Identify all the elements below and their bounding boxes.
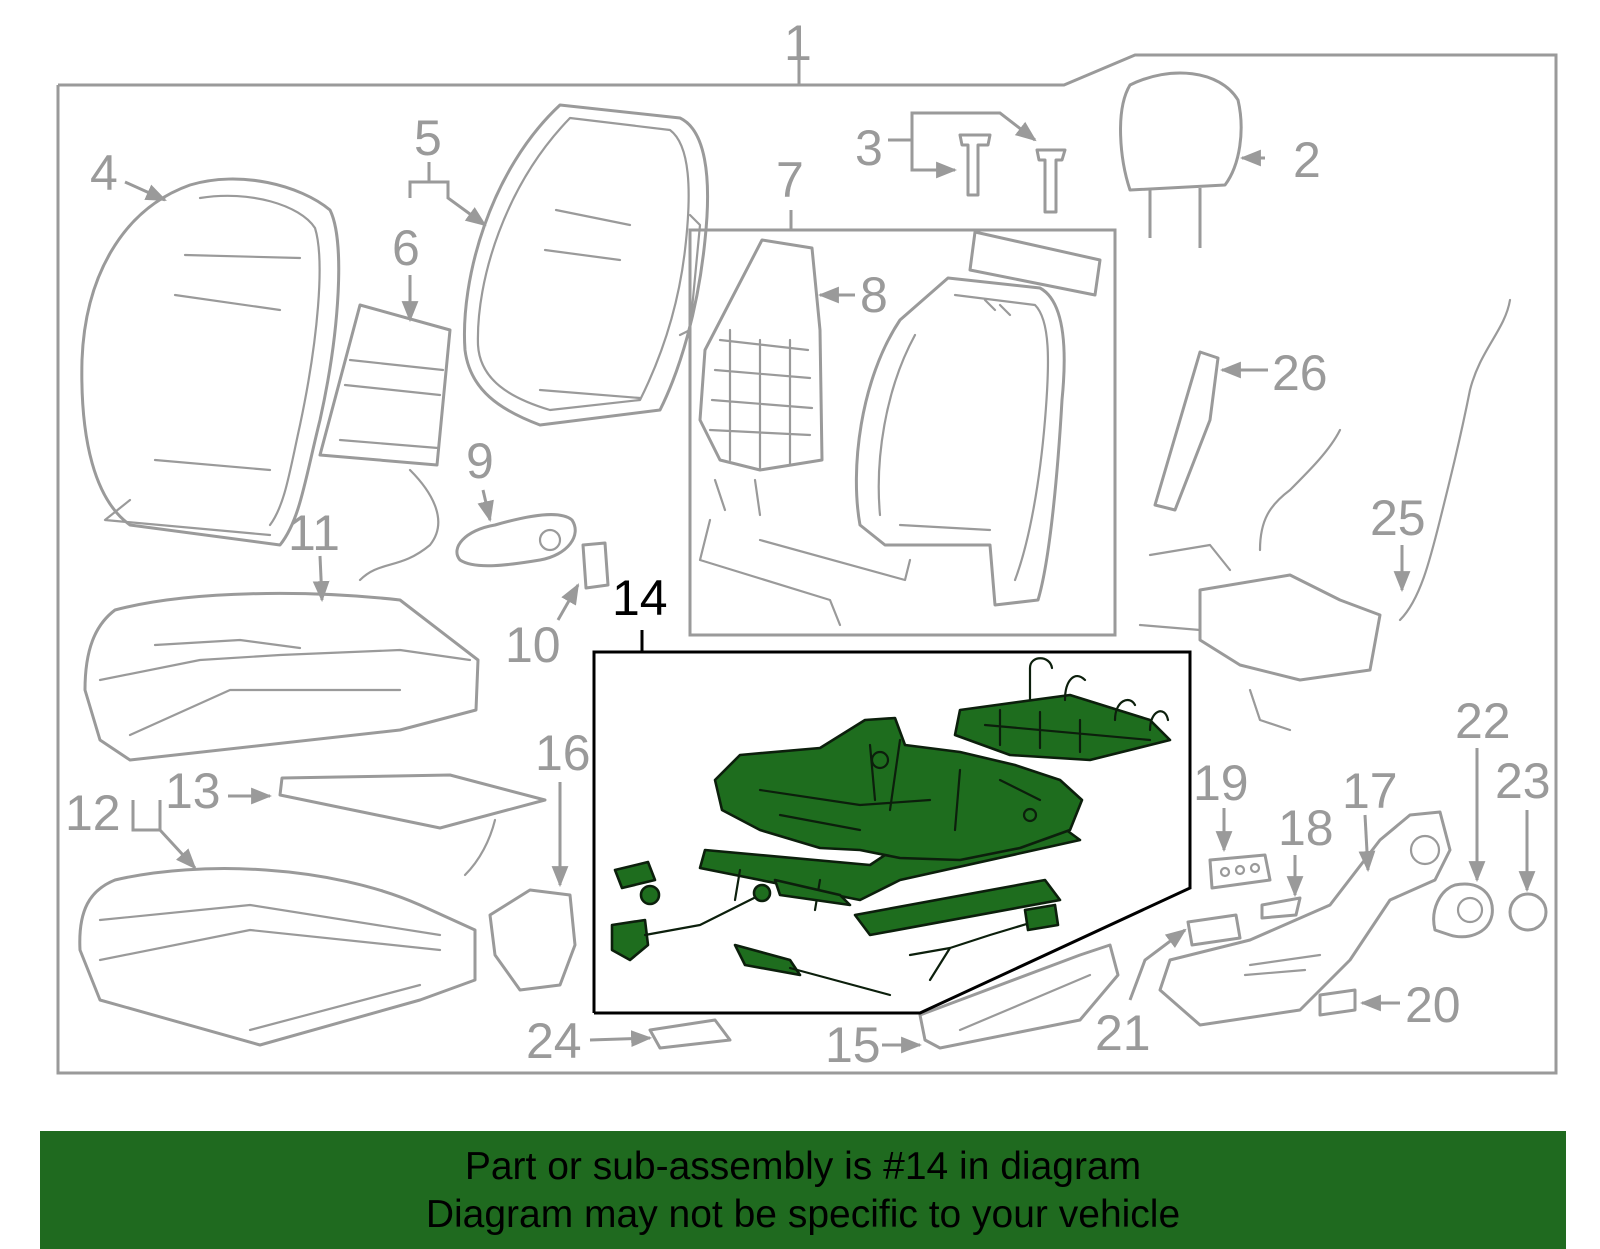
label-6: 6 bbox=[392, 220, 420, 276]
part-10-bracket[interactable] bbox=[581, 541, 610, 590]
label-23: 23 bbox=[1495, 753, 1551, 809]
part-19-switch[interactable] bbox=[1208, 853, 1272, 890]
label-5: 5 bbox=[414, 110, 442, 166]
part-2-headrest[interactable] bbox=[1119, 71, 1243, 248]
part-15-rail-cover[interactable] bbox=[918, 943, 1120, 1050]
label-2: 2 bbox=[1293, 132, 1321, 188]
label-8: 8 bbox=[860, 267, 888, 323]
label-18: 18 bbox=[1278, 800, 1334, 856]
part-18-knob[interactable] bbox=[1260, 896, 1302, 920]
label-12: 12 bbox=[65, 785, 121, 841]
part-8-lumbar-support[interactable] bbox=[698, 238, 912, 627]
label-9: 9 bbox=[466, 433, 494, 489]
label-14: 14 bbox=[612, 570, 668, 626]
part-23-cap[interactable] bbox=[1508, 892, 1548, 932]
label-4: 4 bbox=[90, 145, 118, 201]
part-9-recliner-handle[interactable] bbox=[455, 513, 577, 568]
part-13-mat[interactable] bbox=[278, 773, 547, 877]
part-7-frame-group-box bbox=[688, 210, 1117, 637]
banner-line-2: Diagram may not be specific to your vehi… bbox=[425, 1193, 1181, 1236]
label-13: 13 bbox=[165, 763, 221, 819]
part-14-seat-adjuster[interactable] bbox=[610, 657, 1172, 997]
label-19: 19 bbox=[1193, 755, 1249, 811]
part-20-knob[interactable] bbox=[1318, 988, 1357, 1017]
label-21: 21 bbox=[1095, 1005, 1151, 1061]
label-10: 10 bbox=[505, 617, 561, 673]
part-7-back-frame[interactable] bbox=[854, 230, 1102, 607]
label-24: 24 bbox=[526, 1013, 582, 1069]
part-3-headrest-guides[interactable] bbox=[958, 133, 1067, 214]
part-labels: 1 2 3 4 5 6 7 8 9 10 11 12 13 14 15 16 1… bbox=[65, 15, 1551, 1073]
label-3: 3 bbox=[855, 120, 883, 176]
label-16: 16 bbox=[535, 725, 591, 781]
label-22: 22 bbox=[1455, 693, 1511, 749]
label-15: 15 bbox=[825, 1017, 881, 1073]
label-17: 17 bbox=[1342, 763, 1398, 819]
part-16-bracket[interactable] bbox=[488, 888, 577, 992]
part-25-wiring-harness[interactable] bbox=[1138, 298, 1512, 732]
part-21-switch[interactable] bbox=[1186, 913, 1242, 947]
part-26-side-trim[interactable] bbox=[1153, 350, 1220, 512]
label-1: 1 bbox=[784, 15, 812, 71]
part-14-box bbox=[592, 630, 1192, 1015]
part-11-cushion-cover[interactable] bbox=[83, 591, 480, 762]
label-7: 7 bbox=[776, 152, 804, 208]
label-20: 20 bbox=[1405, 977, 1461, 1033]
banner-line-1: Part or sub-assembly is #14 in diagram bbox=[464, 1145, 1142, 1188]
part-4-seatback-cover[interactable] bbox=[80, 177, 341, 547]
part-24-module[interactable] bbox=[648, 1018, 732, 1050]
leader-lines bbox=[124, 111, 1536, 1054]
label-26: 26 bbox=[1272, 345, 1328, 401]
label-11: 11 bbox=[288, 505, 340, 561]
label-25: 25 bbox=[1370, 490, 1426, 546]
part-22-recliner-cover[interactable] bbox=[1432, 882, 1494, 939]
part-17-side-shield[interactable] bbox=[1158, 810, 1452, 1027]
part-6-back-panel[interactable] bbox=[318, 303, 452, 582]
info-banner: Part or sub-assembly is #14 in diagram D… bbox=[40, 1131, 1566, 1249]
